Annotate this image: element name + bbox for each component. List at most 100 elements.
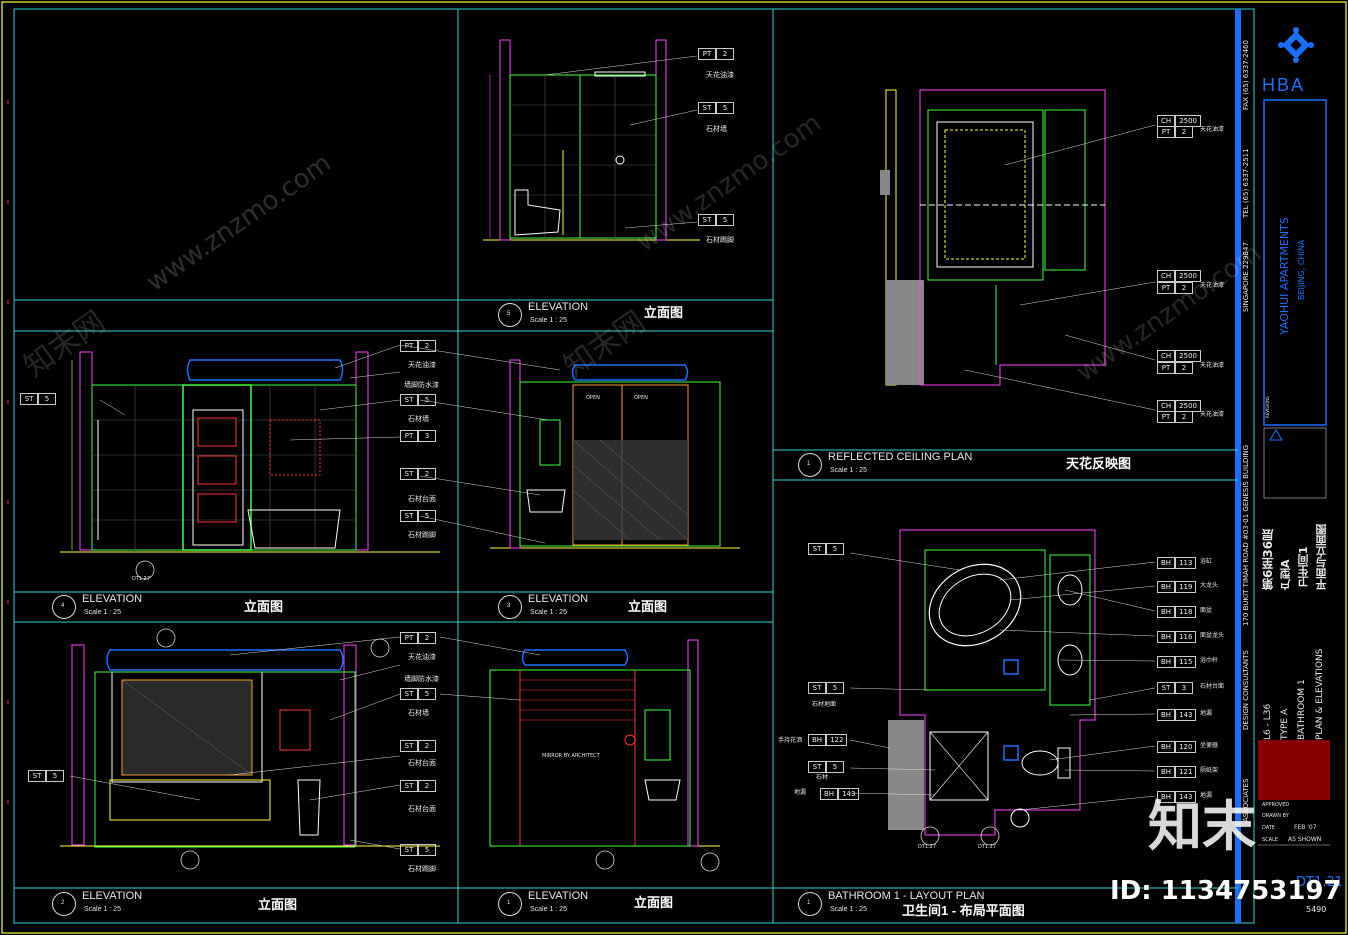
tag-number: 116 <box>1175 631 1197 643</box>
tag-number: 3 <box>1175 682 1193 694</box>
elevation-4-label: ELEVATION <box>82 593 143 605</box>
ceiling-plan-scale: Scale 1 : 25 <box>830 467 867 474</box>
tag-code: PT <box>1157 282 1175 294</box>
watermark-big: 知末 <box>1148 795 1256 858</box>
note-faucet: 大龙头 <box>1200 582 1219 589</box>
layout-plan-label: BATHROOM 1 - LAYOUT PLAN <box>828 890 985 902</box>
bath-cn: 卫生间1 <box>1297 546 1310 587</box>
tag-number: 5 <box>826 682 844 694</box>
tag-number: 113 <box>1175 557 1197 569</box>
note-ceiling-4: 天花油漆 <box>1200 411 1225 418</box>
tag-code: BH <box>1157 741 1176 753</box>
tag-code: ST <box>698 214 716 226</box>
elevation-3-scale: Scale 1 : 25 <box>530 609 567 616</box>
sheet-number: DT1.21 <box>1296 875 1343 890</box>
elevation-2-cn: 立面图 <box>258 897 298 912</box>
firm-tel: TEL (65) 6337-2511 <box>1242 148 1250 218</box>
elevation-5-label: ELEVATION <box>528 301 589 313</box>
tag-number: 122 <box>826 734 848 746</box>
note-wall-e5: 石材墙 <box>706 125 727 133</box>
mirror-note: MIRROR BY ARCHITECT <box>542 753 600 759</box>
elevation-2-drawing <box>60 644 440 848</box>
scale-label: SCALE <box>1262 837 1279 843</box>
layout-plan-number-bubble <box>798 892 822 916</box>
tag-number: 120 <box>1175 741 1197 753</box>
tag-number: 2 <box>418 468 436 480</box>
tag-code: ST <box>400 510 418 522</box>
ceiling-plan-number: 1 <box>807 461 811 467</box>
tag-code: ST <box>698 102 716 114</box>
elevation-4-number-bubble <box>52 595 76 619</box>
tag-number: 2500 <box>1175 270 1201 282</box>
note-basin: 面盆 <box>1200 607 1213 614</box>
tag-code: ST <box>400 394 418 406</box>
type-cn: 户型A <box>1279 559 1292 590</box>
tag-code: CH <box>1157 350 1176 362</box>
date-label: DATE <box>1262 825 1276 831</box>
note-ceiling-e5: 天花油漆 <box>706 71 734 79</box>
layout-plan-cn: 卫生间1 - 布局平面图 <box>902 903 1025 918</box>
tag-code: BH <box>1157 557 1176 569</box>
tag-number: 3 <box>418 430 436 442</box>
note-basin-tap: 面盆龙头 <box>1200 632 1225 639</box>
revision-number: 5490 <box>1306 905 1327 914</box>
tag-number: 121 <box>1175 766 1197 778</box>
ceiling-plan-label: REFLECTED CEILING PLAN <box>828 451 973 463</box>
note-waterproof-e2: 墙脚防水漆 <box>404 675 439 683</box>
tag-code: PT <box>400 632 418 644</box>
tag-code: BH <box>1157 766 1176 778</box>
elevation-1-cn: 立面图 <box>634 895 674 910</box>
watermark-id: ID: 1134753197 <box>1110 876 1342 906</box>
scale-value: AS SHOWN <box>1288 836 1322 843</box>
tag-code: BH <box>1157 656 1176 668</box>
elevation-5-scale: Scale 1 : 25 <box>530 317 567 324</box>
layout-plan-number: 1 <box>807 900 811 906</box>
elevation-1-scale: Scale 1 : 25 <box>530 906 567 913</box>
tag-number: 5 <box>418 394 436 406</box>
drawn-label: DRAWN BY <box>1262 813 1289 819</box>
tag-number: 2 <box>418 740 436 752</box>
elevation-1-label: ELEVATION <box>528 890 589 902</box>
tag-number: 5 <box>826 761 844 773</box>
tag-code: ST <box>400 844 418 856</box>
tag-code: ST <box>400 688 418 700</box>
layout-plan-drawing <box>888 529 1096 836</box>
tag-code: ST <box>808 543 826 555</box>
elevation-1-number-bubble <box>498 892 522 916</box>
tag-number: 2 <box>1175 362 1193 374</box>
tag-number: 5 <box>418 688 436 700</box>
note-apron-e2: 石材台面 <box>408 805 436 813</box>
tag-code: ST <box>808 682 826 694</box>
revisions-label: REVISIONS <box>1265 396 1270 418</box>
note-floor: 石材 <box>816 774 829 781</box>
open-label-1: OPEN <box>586 395 600 401</box>
elevation-5-drawing <box>483 39 700 241</box>
firm-name: DESIGN CONSULTANTS <box>1242 650 1250 730</box>
note-stone-floor: 石材地面 <box>812 701 837 708</box>
elevation-3-drawing <box>490 359 740 549</box>
firm-fax: FAX (65) 6337-2460 <box>1242 40 1250 110</box>
tag-code: ST <box>20 393 38 405</box>
floors-en: L6 - L36 <box>1263 703 1273 740</box>
ceiling-plan-drawing <box>880 89 1106 386</box>
detail-id-3: DT1.27 <box>978 844 997 850</box>
tag-code: ST <box>400 468 418 480</box>
note-wall-e2: 石材墙 <box>408 709 429 717</box>
